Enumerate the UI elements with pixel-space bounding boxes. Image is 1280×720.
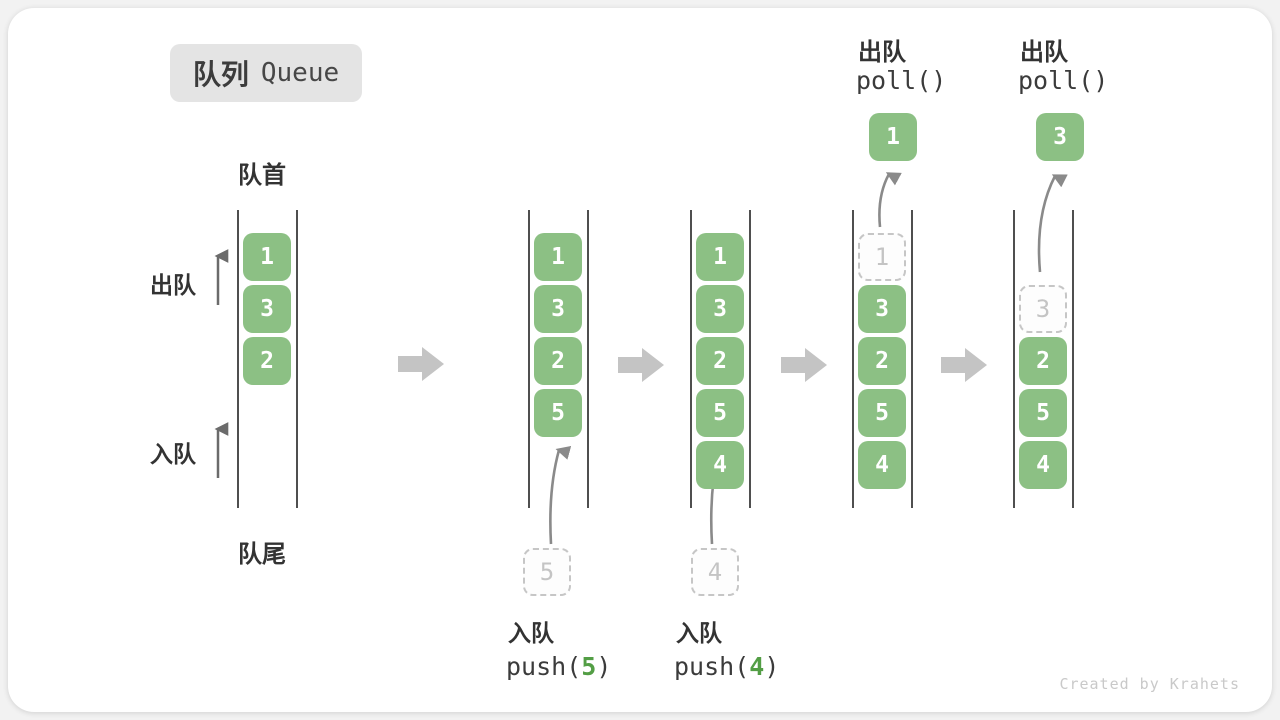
enqueue-op-code: push(5) <box>506 652 611 681</box>
queue-cell: 2 <box>1019 337 1067 385</box>
queue-wall-left <box>528 210 530 508</box>
incoming-element: 5 <box>523 548 571 596</box>
enqueue-side-label: 入队 <box>150 441 196 467</box>
enqueue-op-code: push(4) <box>674 652 779 681</box>
queue-wall-left <box>237 210 239 508</box>
enqueue-op-label: 入队 <box>508 620 554 646</box>
code-fn: push( <box>674 652 750 681</box>
queue-cell: 2 <box>858 337 906 385</box>
code-fn: push( <box>506 652 582 681</box>
queue-rear-label: 队尾 <box>238 541 286 568</box>
queue-cell: 3 <box>534 285 582 333</box>
code-arg: 4 <box>749 652 765 681</box>
queue-cell: 5 <box>696 389 744 437</box>
queue-cell: 4 <box>858 441 906 489</box>
queue-cell: 2 <box>534 337 582 385</box>
queue-cell: 2 <box>243 337 291 385</box>
code-close: ) <box>596 652 612 681</box>
queue-wall-left <box>1013 210 1015 508</box>
queue-cell: 4 <box>696 441 744 489</box>
title-zh: 队列 <box>192 59 249 90</box>
queue-cell: 4 <box>1019 441 1067 489</box>
queue-cell: 2 <box>696 337 744 385</box>
queue-wall-left <box>690 210 692 508</box>
title-badge: 队列 Queue <box>170 44 362 102</box>
queue-cell: 3 <box>696 285 744 333</box>
queue-cell: 1 <box>696 233 744 281</box>
dequeue-op-code: poll() <box>856 66 947 95</box>
dequeue-side-label: 出队 <box>150 272 196 298</box>
queue-cell: 3 <box>858 285 906 333</box>
removed-slot: 1 <box>858 233 906 281</box>
queue-wall-right <box>911 210 913 508</box>
removed-slot: 3 <box>1019 285 1067 333</box>
diagram-canvas <box>8 8 1272 712</box>
queue-wall-right <box>587 210 589 508</box>
queue-cell: 1 <box>534 233 582 281</box>
queue-cell: 5 <box>534 389 582 437</box>
enqueue-op-label: 入队 <box>676 620 722 646</box>
dequeue-op-code: poll() <box>1018 66 1109 95</box>
queue-cell: 5 <box>858 389 906 437</box>
code-arg: 5 <box>581 652 597 681</box>
queue-cell: 3 <box>243 285 291 333</box>
polled-element: 3 <box>1036 113 1084 161</box>
queue-front-label: 队首 <box>238 162 286 189</box>
dequeue-op-label: 出队 <box>1020 39 1068 66</box>
queue-wall-right <box>1072 210 1074 508</box>
queue-wall-right <box>296 210 298 508</box>
title-en: Queue <box>260 58 340 88</box>
code-close: ) <box>764 652 780 681</box>
polled-element: 1 <box>869 113 917 161</box>
queue-wall-right <box>749 210 751 508</box>
watermark: Created by Krahets <box>1059 675 1240 693</box>
queue-cell: 5 <box>1019 389 1067 437</box>
queue-cell: 1 <box>243 233 291 281</box>
queue-wall-left <box>852 210 854 508</box>
incoming-element: 4 <box>691 548 739 596</box>
dequeue-op-label: 出队 <box>858 39 906 66</box>
